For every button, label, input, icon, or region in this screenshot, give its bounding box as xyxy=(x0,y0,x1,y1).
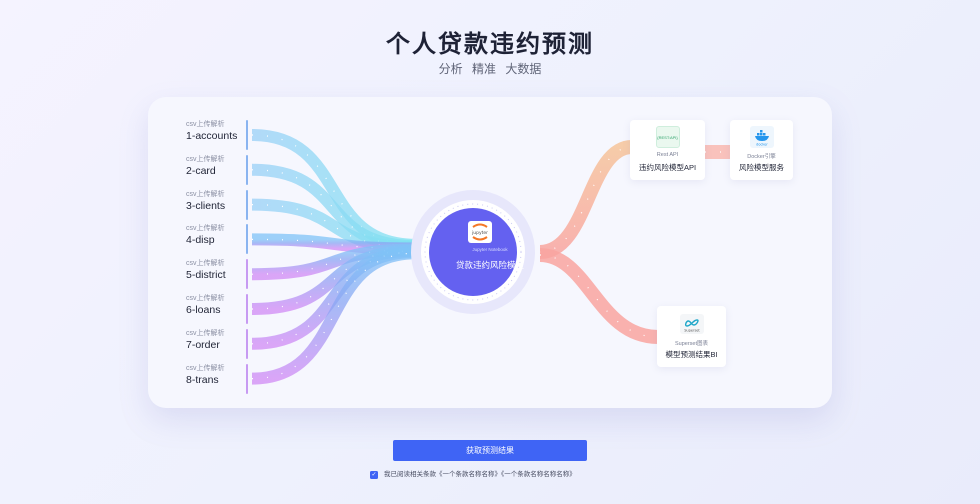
service-label: 模型预测结果BI xyxy=(665,350,718,359)
hub-sub: Jupyter Notebook xyxy=(472,247,508,252)
hub xyxy=(411,190,535,314)
service-rest-api[interactable]: {REST:API} Rest API 违约风险模型API xyxy=(630,120,705,180)
service-superset-bi[interactable]: Superset Superset图表 模型预测结果BI xyxy=(657,306,726,367)
service-sub: Docker引擎 xyxy=(747,154,776,160)
source-tag: csv上传解析 xyxy=(186,364,225,372)
rest-api-logo-text: {REST:API} xyxy=(657,135,678,140)
source-tag: csv上传解析 xyxy=(186,329,225,337)
input-flow-path xyxy=(251,247,417,385)
source-item[interactable]: csv上传解析 6-loans xyxy=(186,294,256,324)
source-tag: csv上传解析 xyxy=(186,260,225,268)
source-name: 2-card xyxy=(186,164,216,177)
jupyter-logo-icon: jupyter xyxy=(468,221,492,243)
source-marker xyxy=(246,328,248,359)
page-title: 个人贷款违约预测 xyxy=(386,31,594,58)
superset-icon: Superset xyxy=(679,314,704,334)
source-tag: csv上传解析 xyxy=(186,121,225,128)
docker-logo-text: docker xyxy=(756,143,768,147)
source-marker xyxy=(246,363,248,394)
source-name: 7-order xyxy=(186,338,220,351)
hub-label: 贷款违约风险模型 xyxy=(455,260,524,270)
source-marker xyxy=(246,154,248,185)
source-marker xyxy=(246,120,248,150)
source-tag: csv上传解析 xyxy=(186,190,225,198)
source-name: 6-loans xyxy=(186,304,221,316)
docker-icon: docker xyxy=(749,126,774,148)
source-marker xyxy=(246,259,248,290)
source-name: 5-district xyxy=(186,269,226,282)
input-flow-dots xyxy=(251,204,417,248)
terms-text: 我已阅读相关条款《一个条款名称名称》《一个条款名称名称名称》 xyxy=(384,471,576,478)
source-name: 3-clients xyxy=(186,199,226,212)
superset-logo-text: Superset xyxy=(684,329,700,333)
source-name: 8-trans xyxy=(186,373,219,386)
source-marker xyxy=(246,189,248,220)
input-flow-dots xyxy=(251,238,417,249)
source-item[interactable]: csv上传解析 1-accounts xyxy=(186,120,256,150)
jupyter-logo-text: jupyter xyxy=(471,230,488,236)
source-tag: csv上传解析 xyxy=(186,295,225,302)
terms-agreement[interactable]: ✓ 我已阅读相关条款《一个条款名称名称》《一个条款名称名称名称》 xyxy=(370,470,576,480)
input-flows xyxy=(251,129,417,385)
source-name: 4-disp xyxy=(186,234,215,247)
source-marker xyxy=(246,224,248,255)
flow-diagram xyxy=(251,129,732,385)
rest-api-icon: {REST:API} xyxy=(655,126,680,148)
service-sub: Superset图表 xyxy=(674,341,708,347)
terms-checkbox[interactable]: ✓ xyxy=(370,471,378,479)
output-flows xyxy=(539,140,732,344)
service-label: 违约风险模型API xyxy=(638,163,697,172)
source-tag: csv上传解析 xyxy=(186,225,225,233)
get-prediction-button[interactable]: 获取预测结果 xyxy=(393,440,587,461)
source-name: 1-accounts xyxy=(186,130,238,142)
page-subtitle: 分析 精准 大数据 xyxy=(438,62,542,76)
source-tag: csv上传解析 xyxy=(186,155,225,163)
output-flow-api xyxy=(539,140,634,259)
service-label: 风险模型服务 xyxy=(739,163,784,172)
output-flow-bi xyxy=(539,248,659,344)
source-marker xyxy=(246,294,248,324)
service-docker[interactable]: docker Docker引擎 风险模型服务 xyxy=(730,120,793,180)
service-sub: Rest API xyxy=(656,152,679,158)
